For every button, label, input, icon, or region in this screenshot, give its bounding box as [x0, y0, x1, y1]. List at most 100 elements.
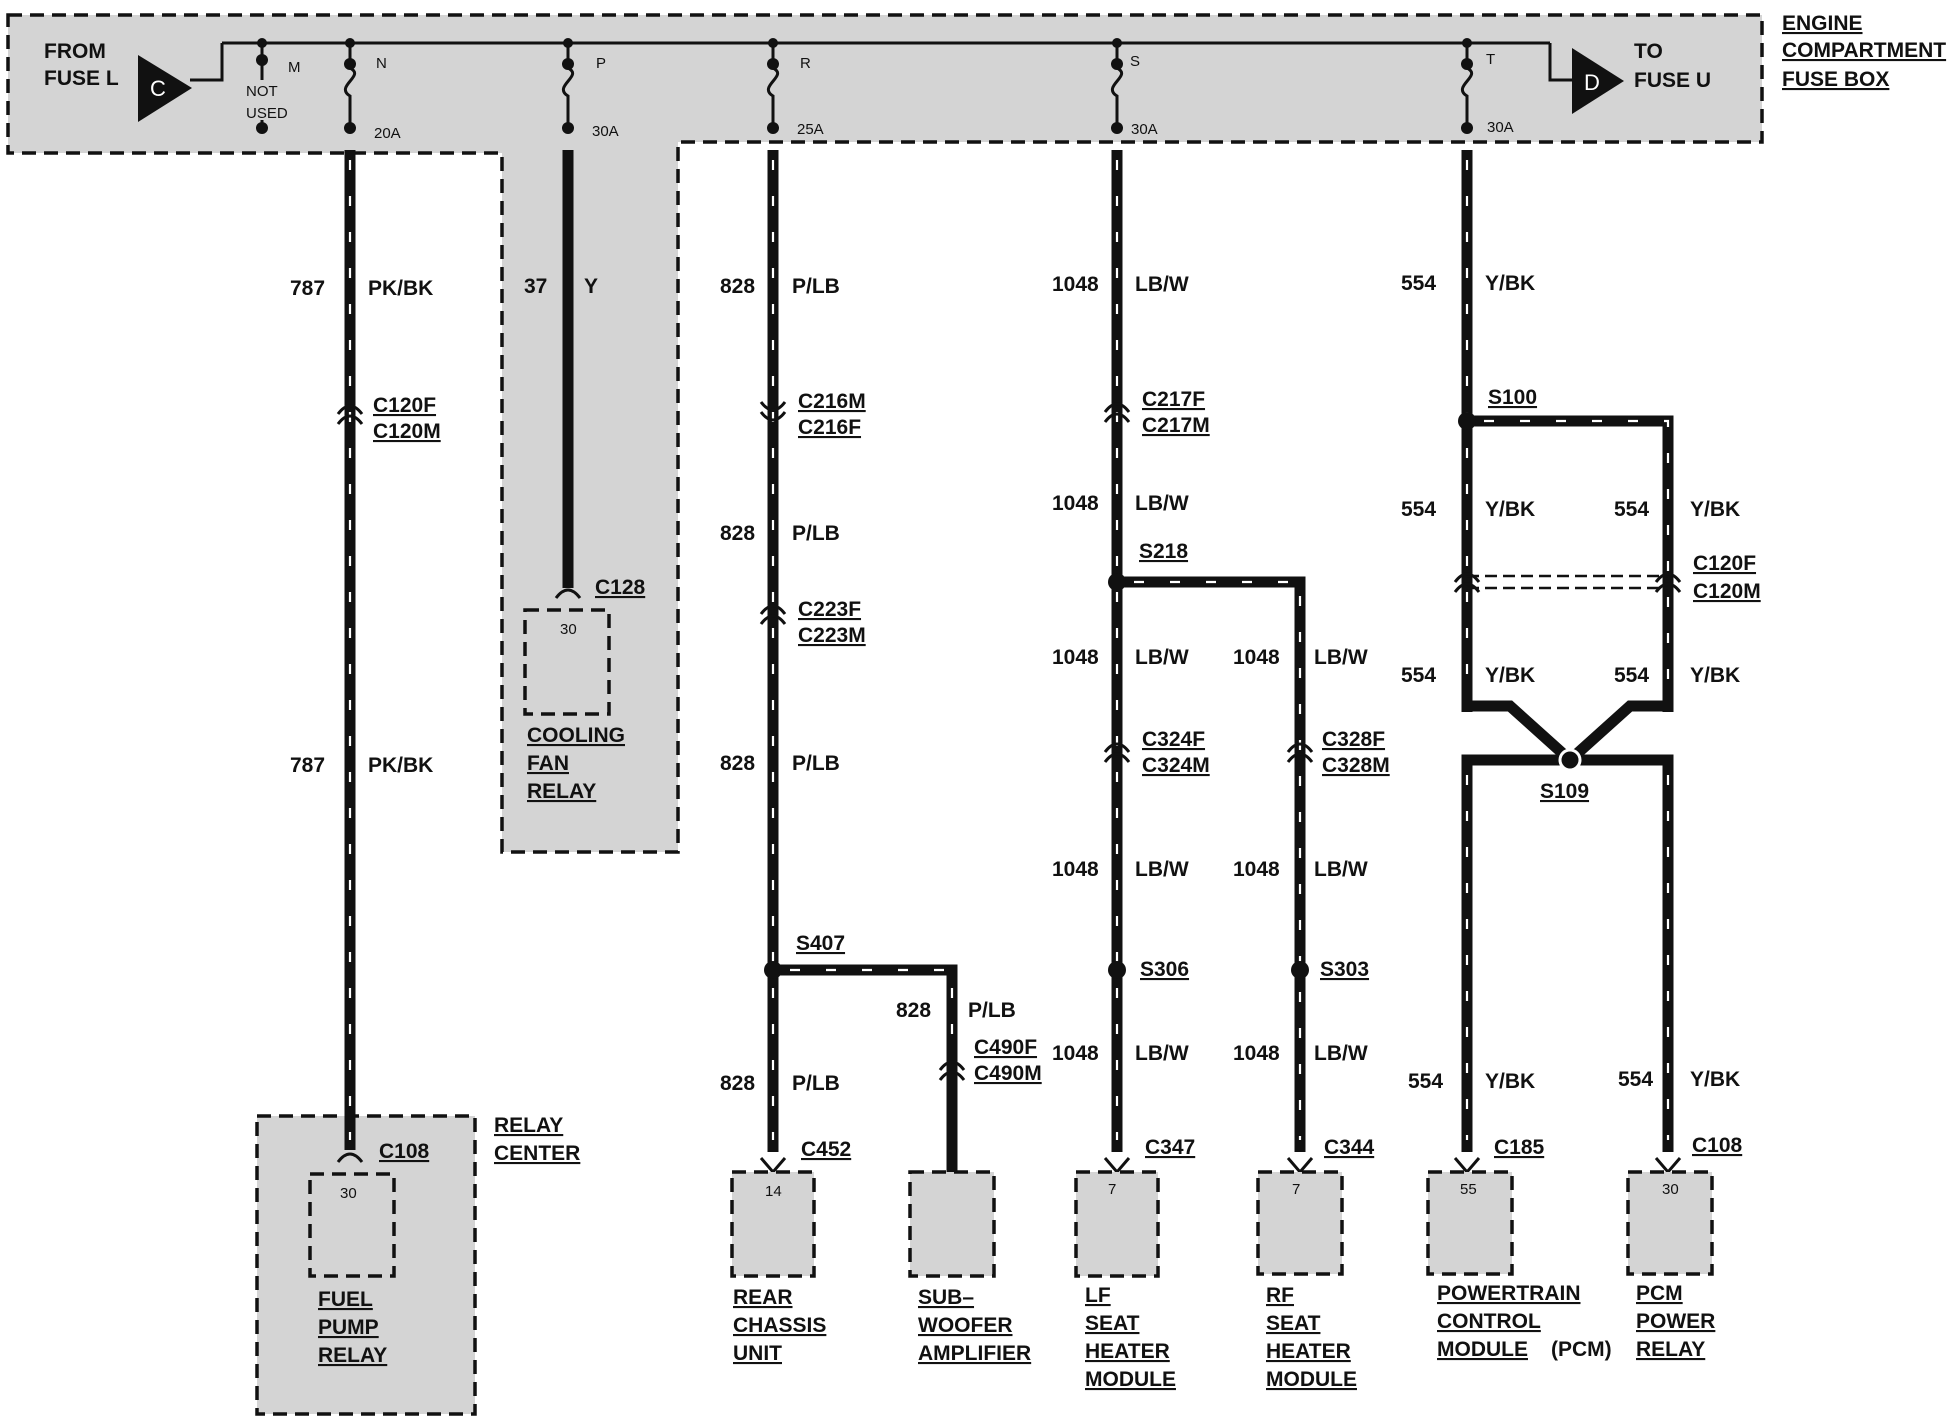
circuit-828-color-4: P/LB	[792, 1072, 840, 1095]
wire-554-loop-stripe	[1484, 419, 1670, 700]
circuit-1048-num-5: 1048	[1052, 1042, 1099, 1065]
subwoofer-amplifier-name-1: SUB–	[918, 1286, 974, 1309]
terminal-c108b	[1654, 1157, 1682, 1175]
fuel-pump-relay-name-1: FUEL	[318, 1288, 373, 1311]
c217-label-1: C217F	[1142, 388, 1205, 411]
circuit-554-num-6: 554	[1408, 1070, 1443, 1093]
fuse-box-title-2: COMPARTMENT	[1782, 39, 1946, 62]
circuit-1048-color-3: LB/W	[1135, 646, 1189, 669]
rf-seat-heater-name-1: RF	[1266, 1284, 1294, 1307]
inline-connector-c120	[336, 404, 364, 425]
c328-label-1: C328F	[1322, 728, 1385, 751]
c128-label: C128	[595, 576, 646, 599]
inline-connector-c216	[759, 401, 787, 422]
terminal-c108a	[336, 1152, 364, 1163]
c108b-label: C108	[1692, 1134, 1743, 1157]
fuse-r-amp: 25A	[797, 121, 824, 138]
circuit-1048-color-2: LB/W	[1135, 492, 1189, 515]
circuit-1048-color-4: LB/W	[1135, 858, 1189, 881]
fuse-n: N 20A	[343, 38, 401, 142]
c216-label-1: C216M	[798, 390, 866, 413]
circuit-554-num-2: 554	[1401, 498, 1436, 521]
fuse-bus-feed	[190, 43, 224, 82]
terminal-c347	[1103, 1157, 1131, 1175]
rear-chassis-unit-pin: 14	[765, 1183, 782, 1200]
splice-s407-dot	[764, 961, 782, 979]
c223-label-1: C223F	[798, 598, 861, 621]
pcm-power-relay-box	[1626, 1170, 1714, 1276]
circuit-554-color-1: Y/BK	[1485, 272, 1535, 295]
terminal-c185	[1453, 1157, 1481, 1175]
circuit-554-num-1: 554	[1401, 272, 1436, 295]
circuit-787-num-2: 787	[290, 754, 325, 777]
fuse-n-amp: 20A	[374, 125, 401, 142]
wire-554-relay	[1570, 754, 1674, 1152]
terminal-c344	[1286, 1157, 1314, 1175]
lf-seat-heater-name-2: SEAT	[1085, 1312, 1140, 1335]
subwoofer-amplifier-name-3: AMPLIFIER	[918, 1342, 1031, 1365]
fuse-p: P 30A	[561, 38, 619, 140]
fuse-t: T 30A	[1460, 38, 1514, 136]
circuit-554-color-2: Y/BK	[1485, 498, 1535, 521]
circuit-828-num-1: 828	[720, 275, 755, 298]
c324-label-2: C324M	[1142, 754, 1210, 777]
c120b-label-1: C120F	[1693, 552, 1756, 575]
pcm-power-relay-pin: 30	[1662, 1181, 1679, 1198]
from-fuse-label-2: FUSE L	[44, 67, 119, 90]
circuit-37-num: 37	[524, 275, 547, 298]
rf-seat-heater-name-2: SEAT	[1266, 1312, 1321, 1335]
fuse-box-title-3: FUSE BOX	[1782, 68, 1889, 91]
circuit-1048-color-1: LB/W	[1135, 273, 1189, 296]
fuse-bus-out	[1548, 43, 1578, 82]
not-used-label-1: NOT	[246, 83, 278, 100]
lf-seat-heater-name-4: MODULE	[1085, 1368, 1176, 1391]
fuse-t-id: T	[1486, 51, 1495, 68]
c120-label-2: C120M	[373, 420, 441, 443]
pcm-power-relay-name-3: RELAY	[1636, 1338, 1705, 1361]
fuse-m-gap	[238, 80, 286, 120]
c452-label: C452	[801, 1138, 851, 1161]
s407-label: S407	[796, 932, 845, 955]
circuit-1048-rf-color-3: LB/W	[1314, 1042, 1368, 1065]
fuse-box-outline	[6, 13, 1764, 854]
rear-chassis-unit-name-1: REAR	[733, 1286, 793, 1309]
circuit-828-num-3: 828	[720, 752, 755, 775]
pcm-name-1: POWERTRAIN	[1437, 1282, 1581, 1305]
pcm-name-suffix: (PCM)	[1551, 1338, 1612, 1361]
s100-label: S100	[1488, 386, 1537, 409]
connector-c-arrow-icon	[138, 55, 192, 122]
c490-label-2: C490M	[974, 1062, 1042, 1085]
fuse-p-id: P	[596, 55, 606, 72]
c344-label: C344	[1324, 1136, 1375, 1159]
lf-seat-heater-pin: 7	[1108, 1181, 1116, 1198]
subwoofer-amplifier-box	[908, 1170, 996, 1278]
cooling-fan-relay-pin: 30	[560, 621, 577, 638]
fuel-pump-relay-box	[308, 1172, 396, 1278]
c223-label-2: C223M	[798, 624, 866, 647]
cooling-fan-relay-name-1: COOLING	[527, 724, 625, 747]
circuit-1048-rf-num-2: 1048	[1233, 858, 1280, 881]
c324-label-1: C324F	[1142, 728, 1205, 751]
pcm-power-relay-name-1: PCM	[1636, 1282, 1683, 1305]
circuit-1048-num-4: 1048	[1052, 858, 1099, 881]
connector-d-arrow-icon	[1572, 48, 1624, 114]
circuit-1048-num-2: 1048	[1052, 492, 1099, 515]
fuse-r: R 25A	[766, 38, 824, 138]
c185-label: C185	[1494, 1136, 1545, 1159]
fuel-pump-relay-name-2: PUMP	[318, 1316, 379, 1339]
fuse-s-amp: 30A	[1131, 121, 1158, 138]
subwoofer-amplifier-name-2: WOOFER	[918, 1314, 1013, 1337]
c216-label-2: C216F	[798, 416, 861, 439]
pcm-name-2: CONTROL	[1437, 1310, 1541, 1333]
fuse-m-top-dot	[257, 38, 267, 48]
cooling-fan-relay-name-2: FAN	[527, 752, 569, 775]
circuit-787-color-2: PK/BK	[368, 754, 433, 777]
c108a-label: C108	[379, 1140, 430, 1163]
lf-seat-heater-name-3: HEATER	[1085, 1340, 1170, 1363]
circuit-37-color: Y	[584, 275, 598, 298]
fuel-pump-relay-name-3: RELAY	[318, 1344, 387, 1367]
s109-label: S109	[1540, 780, 1589, 803]
fuse-n-id: N	[376, 55, 387, 72]
circuit-1048-rf-color-1: LB/W	[1314, 646, 1368, 669]
